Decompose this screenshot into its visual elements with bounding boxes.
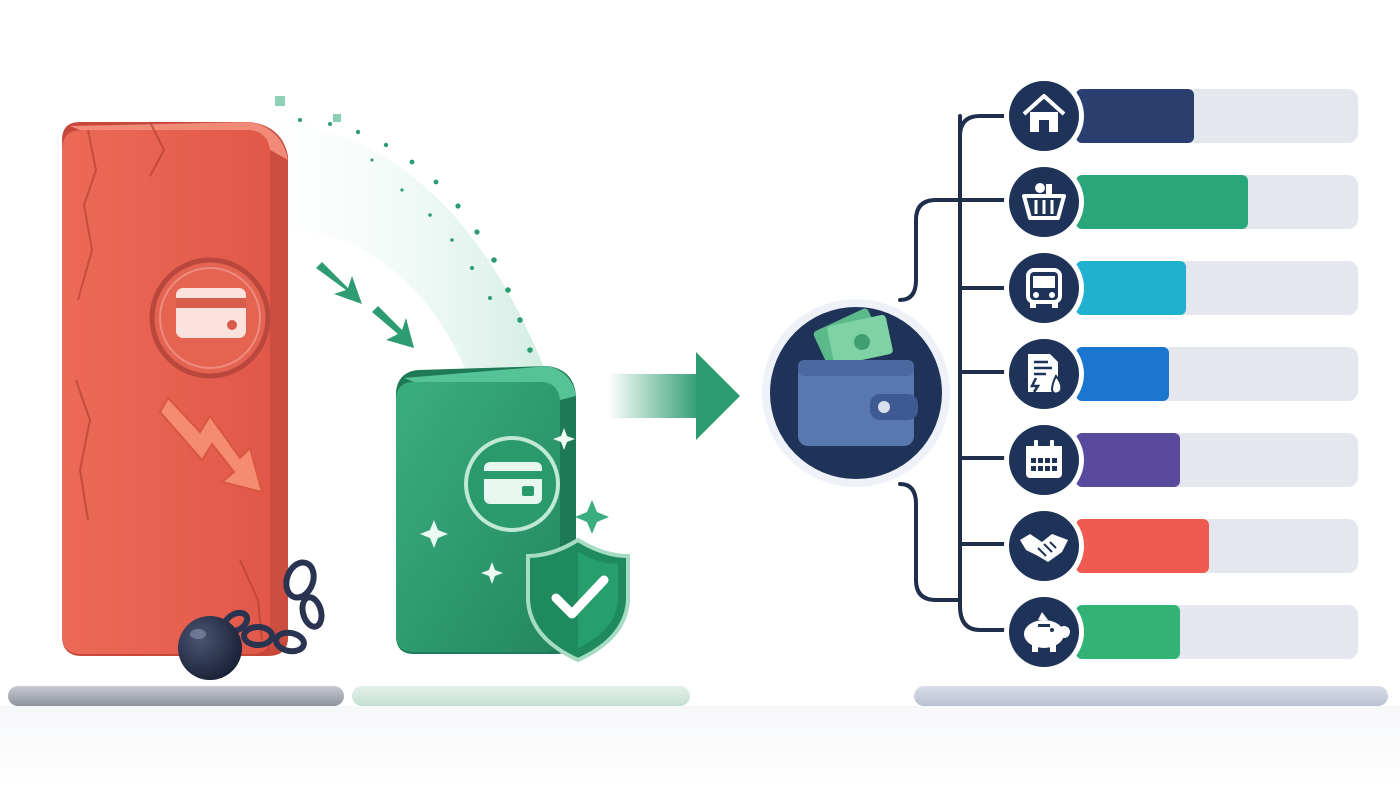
transfer-arc — [230, 119, 545, 380]
arrow-down-right-icon — [316, 262, 414, 348]
budget-row — [1004, 76, 1358, 156]
utility-bill-icon — [1028, 354, 1063, 395]
budget-row — [1004, 162, 1358, 242]
handshake-icon — [1020, 534, 1068, 562]
budget-row — [1004, 506, 1358, 586]
budget-fill-bar — [1076, 347, 1169, 401]
sparkle-icon — [420, 428, 575, 584]
sparkle-icon — [575, 500, 609, 534]
connector-lines — [898, 114, 1014, 632]
relief-base — [352, 686, 690, 706]
credit-card-icon — [484, 462, 542, 504]
wallet-hub — [762, 299, 950, 487]
budget-fill-bar — [1076, 605, 1180, 659]
shield-check-icon — [526, 537, 630, 663]
credit-card-icon — [176, 288, 246, 338]
grocery-basket-icon — [1022, 183, 1066, 220]
arc-dots — [275, 96, 533, 353]
downtrend-arrow-icon — [158, 396, 264, 494]
budget-row — [1004, 592, 1358, 672]
budget-fill-bar — [1076, 433, 1180, 487]
bus-icon — [1026, 268, 1062, 308]
burden-base — [8, 686, 344, 706]
budget-row — [1004, 334, 1358, 414]
budget-fill-bar — [1076, 519, 1209, 573]
floor — [0, 706, 1400, 788]
home-icon — [1022, 94, 1066, 132]
wallet-with-cash-icon — [798, 308, 918, 446]
calendar-icon — [1026, 440, 1062, 478]
budget-fill-bar — [1076, 89, 1194, 143]
budget-fill-bar — [1076, 175, 1248, 229]
piggy-bank-icon — [1024, 612, 1070, 652]
budget-row — [1004, 420, 1358, 500]
burden-block — [62, 121, 288, 656]
arrow-right-icon — [608, 352, 740, 440]
budget-fill-bar — [1076, 261, 1186, 315]
budget-row — [1004, 248, 1358, 328]
ball-and-chain-icon — [178, 559, 325, 680]
budget-base — [914, 686, 1388, 706]
